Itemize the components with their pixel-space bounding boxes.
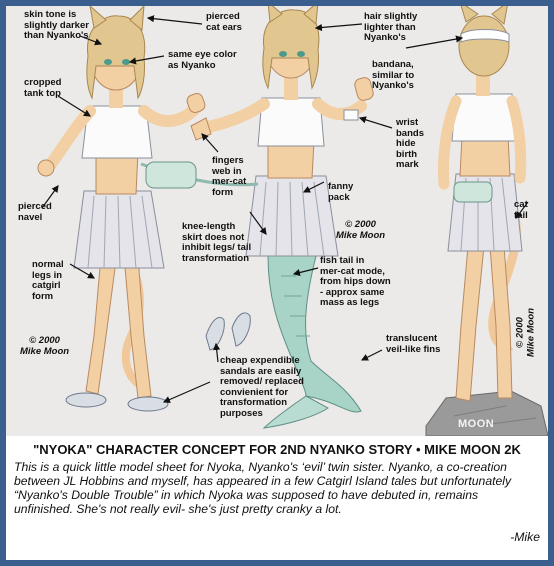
note-pierced-navel: pierced navel	[18, 201, 52, 223]
note-cropped-top: cropped tank top	[24, 77, 62, 99]
figure-back-view	[425, 6, 548, 436]
figure-front-catgirl	[37, 6, 206, 412]
note-eye-color: same eye color as Nyanko	[168, 49, 237, 71]
note-fish-tail: fish tail in mer-cat mode, from hips dow…	[320, 255, 391, 308]
figure-front-mercat	[140, 6, 374, 429]
note-translucent-fins: translucent veil-like fins	[386, 333, 441, 355]
copyright-right: © 2000 Mike Moon	[514, 307, 537, 358]
copyright-center: © 2000 Mike Moon	[336, 219, 386, 241]
note-cat-tail: cat tail	[514, 199, 528, 221]
note-skin-tone: skin tone is slightly darker than Nyanko…	[24, 9, 89, 41]
note-sandals: cheap expendible sandals are easily remo…	[220, 355, 304, 419]
loose-sandals	[205, 312, 251, 351]
character-artwork	[37, 6, 548, 436]
note-fanny-pack: fanny pack	[328, 181, 354, 203]
caption-signoff: -Mike	[510, 530, 540, 544]
copyright-left: © 2000 Mike Moon	[20, 335, 70, 357]
note-hair-lighter: hair slightly lighter than Nyanko's	[364, 11, 418, 43]
caption-description: This is a quick little model sheet for N…	[14, 460, 512, 516]
note-normal-legs: normal legs in catgirl form	[32, 259, 64, 302]
note-bandana: bandana, similar to Nyanko's	[372, 59, 415, 91]
note-wrist-bands: wrist bands hide birth mark	[396, 117, 424, 170]
character-sheet: skin tone is slightly darker than Nyanko…	[6, 6, 548, 436]
caption-panel: "NYOKA" CHARACTER CONCEPT FOR 2ND NYANKO…	[6, 436, 548, 560]
note-pierced-ears: pierced cat ears	[206, 11, 242, 33]
note-knee-skirt: knee-length skirt does not inhibit legs/…	[182, 221, 252, 264]
note-fingers-web: fingers web in mer-cat form	[212, 155, 247, 198]
annotation-arrows	[41, 15, 529, 403]
caption-title: "NYOKA" CHARACTER CONCEPT FOR 2ND NYANKO…	[33, 442, 521, 457]
artist-signature: MOON	[458, 418, 495, 430]
